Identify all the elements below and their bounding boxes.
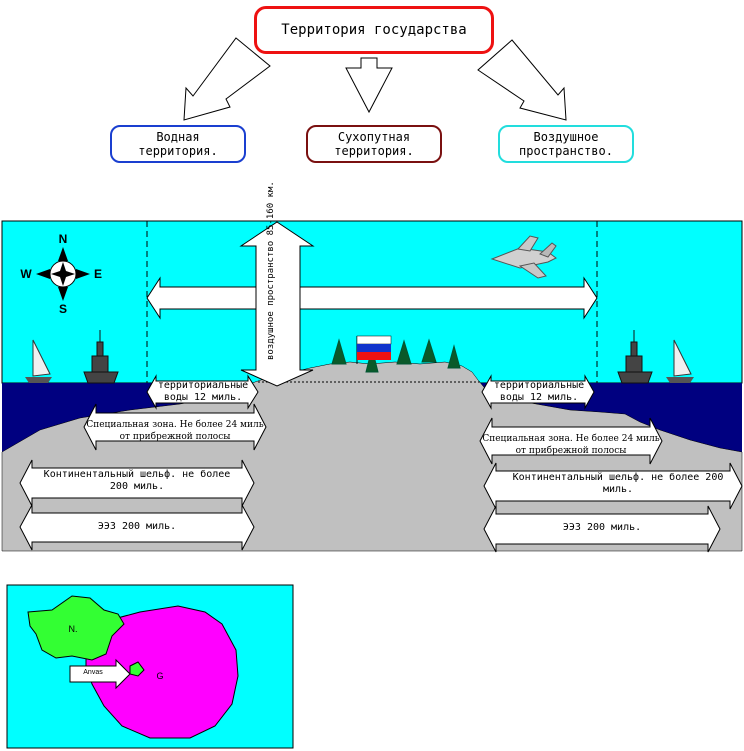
arrow-to-land: [345, 57, 393, 114]
eez-label-left: ЭЭЗ 200 миль.: [97, 521, 177, 532]
country-g-shape: [85, 605, 239, 739]
land-territory-box: Сухопутная территория.: [306, 125, 442, 163]
territorial-waters-arrow-left: [146, 374, 259, 410]
territorial-waters-arrow-right: [481, 374, 595, 410]
sailboat-icon-right: [666, 339, 694, 383]
map-label-n: N.: [68, 624, 78, 634]
eez-arrow-right: [483, 505, 721, 553]
territorial-waters-label-left: территориальные воды 12 миль.: [157, 380, 249, 403]
special-zone-label-left: Специальная зона. Не более 24 миль от пр…: [86, 420, 264, 442]
airspace-label: воздушное пространство 85-160 км.: [266, 181, 276, 360]
compass-icon: [36, 247, 90, 301]
warship-icon-left: [83, 330, 119, 384]
zone-arrows-right: [479, 374, 743, 553]
russian-flag: [356, 335, 392, 364]
enclave-shape: [129, 661, 145, 677]
sailboat-icon-left: [25, 339, 52, 383]
inset-arrow: [69, 658, 131, 690]
water-territory-box: Водная территория.: [110, 125, 246, 163]
country-n-shape: [27, 595, 125, 661]
map-label-g: G: [156, 671, 164, 681]
shelf-label-left: Континентальный шельф. не более 200 миль…: [43, 469, 231, 492]
eez-arrow-left: [19, 504, 255, 551]
zone-arrows-left: [19, 374, 267, 551]
shelf-arrow-right: [483, 462, 743, 510]
shelf-label-right: Континентальный шельф. не более 200 миль…: [512, 472, 724, 495]
arrow-to-water: [183, 37, 271, 121]
arrow-to-air: [477, 39, 567, 121]
airspace-vertical-arrow: [239, 221, 315, 387]
connector-arrows: [183, 37, 567, 121]
compass-west: W: [20, 267, 32, 281]
state-territory-title: Территория государства: [254, 6, 494, 54]
eez-label-right: ЭЭЗ 200 миль.: [562, 522, 642, 533]
special-zone-arrow-left: [83, 403, 267, 451]
warship-icon-right: [617, 330, 653, 384]
territorial-waters-label-right: территориальные воды 12 миль.: [493, 380, 585, 403]
special-zone-label-right: Специальная зона. Не более 24 миль от пр…: [482, 434, 660, 456]
shelf-arrow-left: [19, 459, 255, 507]
special-zone-arrow-right: [479, 417, 663, 465]
airspace-box: Воздушное пространство.: [498, 125, 634, 163]
compass-east: E: [94, 267, 102, 281]
compass-south: S: [59, 302, 67, 316]
compass-north: N: [59, 232, 68, 246]
fighter-jet-icon: [490, 235, 557, 279]
map-arrow-label: Anvas: [83, 669, 103, 676]
